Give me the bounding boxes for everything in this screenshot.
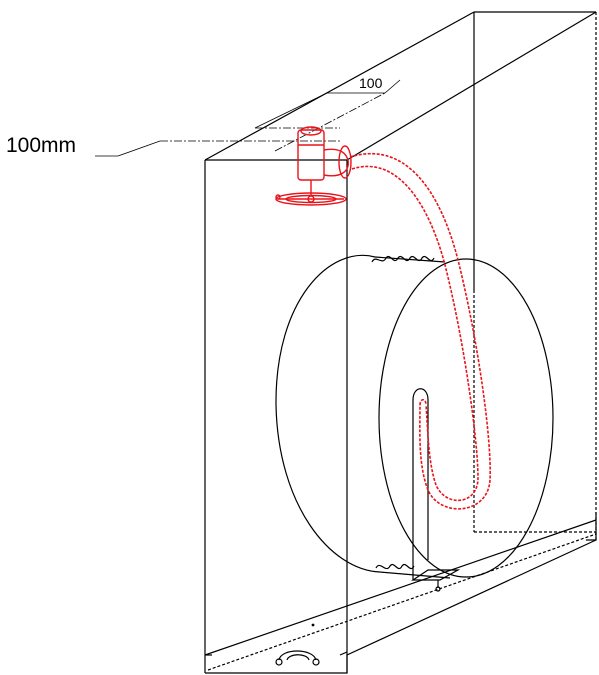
cabinet: [204, 11, 597, 673]
valve-assembly: [275, 126, 352, 206]
handwheel-knob: [275, 194, 281, 200]
reel-base-bolt: [435, 586, 441, 592]
handwheel-hub: [307, 195, 315, 203]
reel-front-disc: [378, 258, 554, 578]
hose: [349, 152, 491, 510]
handle-rivet-right: [312, 658, 320, 666]
drain-handle-icon: [278, 650, 317, 661]
reel-bottom-tangent: [379, 571, 451, 579]
hose-reel: [275, 254, 554, 592]
channel-right-end: [586, 512, 597, 541]
reel-back-disc: [275, 254, 381, 573]
channel-front-lip: [205, 539, 597, 674]
bottom-channel: [204, 512, 597, 674]
drain-handle-inner: [286, 654, 310, 661]
reel-base-plate: [411, 569, 461, 581]
channel-back-edge: [204, 519, 597, 656]
dim-line-top-oblique: [254, 92, 328, 129]
dim-line-top-leader: [384, 79, 401, 94]
hose-coil-bottom: [375, 563, 415, 570]
valve-cap: [300, 126, 322, 136]
hose-end: [419, 398, 427, 406]
hose-line-inner: [351, 165, 479, 502]
handle-rivet-left: [275, 658, 283, 666]
channel-inner-front-edge: [207, 533, 597, 671]
channel-lip-right: [339, 651, 348, 656]
dimension-lines: [95, 79, 401, 157]
dim-line-lower: [117, 140, 161, 157]
valve-outlet-flange: [338, 145, 352, 179]
hose-line-outer: [349, 152, 491, 510]
reel-stand-top: [412, 388, 429, 401]
dimension-label-100mm: 100mm: [6, 134, 76, 157]
valve-handwheel-icon: [275, 192, 347, 206]
valve-body: [297, 129, 325, 181]
hose-coil-top: [371, 255, 435, 263]
cabinet-top-right-edge: [346, 11, 597, 161]
valve-outlet-elbow: [323, 148, 349, 177]
cabinet-top-left-edge: [204, 11, 475, 161]
channel-mark: [311, 623, 315, 627]
dimension-label-100: 100: [359, 75, 383, 91]
dim-line-valve-axis: [274, 92, 386, 152]
